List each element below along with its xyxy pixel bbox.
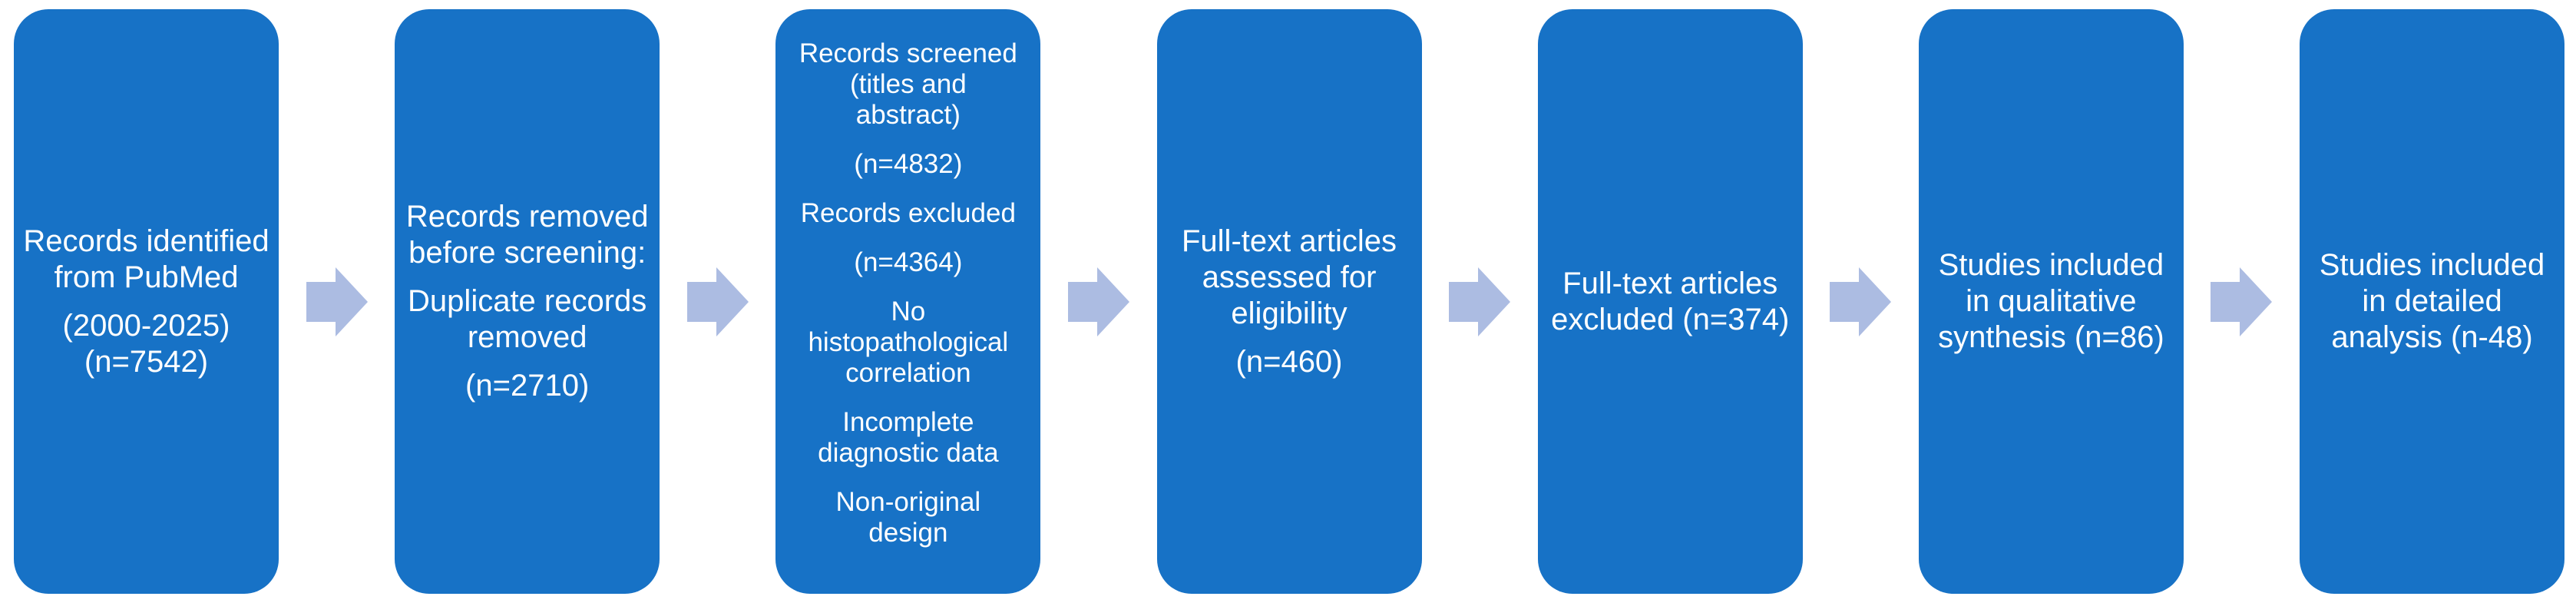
box-text-line: synthesis (n=86) — [1938, 320, 2164, 354]
box-text-line: Records removed — [405, 200, 649, 234]
box-text-line: Records identified — [23, 224, 270, 258]
box-text-line: from PubMed — [54, 260, 239, 294]
flow-connector — [1422, 9, 1538, 594]
box-text-line: (n=4832) — [854, 149, 963, 179]
box-text-line: analysis (n-48) — [2331, 320, 2533, 354]
box-text-line: in detailed — [2362, 284, 2502, 318]
right-arrow-icon — [1067, 267, 1129, 336]
box-text-line: Studies included — [1938, 248, 2164, 282]
box-text-line: Non-original — [835, 487, 981, 517]
flow-connector — [2184, 9, 2300, 594]
box-paragraph: (n=460) — [1236, 344, 1343, 380]
box-text-line: histopathological — [808, 327, 1009, 357]
box-text-line: Duplicate records — [408, 284, 647, 318]
box-text-line: Records excluded — [800, 198, 1016, 228]
box-text-line: in qualitative — [1966, 284, 2137, 318]
box-text-line: Incomplete — [842, 407, 974, 437]
flow-connector — [1040, 9, 1156, 594]
box-paragraph: Records excluded — [801, 198, 1016, 229]
box-text-line: eligibility — [1231, 296, 1348, 330]
box-paragraph: (2000-2025)(n=7542) — [63, 308, 230, 380]
box-text-line: Records screened — [799, 38, 1017, 68]
box-text-line: correlation — [845, 358, 971, 388]
box-text-line: design — [868, 518, 948, 548]
box-text-line: excluded (n=374) — [1551, 302, 1790, 336]
box-paragraph: (n=2710) — [465, 368, 589, 404]
box-text-line: (n=4364) — [854, 247, 963, 277]
flow-connector — [660, 9, 775, 594]
right-arrow-icon — [1830, 267, 1892, 336]
box-text-line: (2000-2025) — [62, 308, 230, 343]
right-arrow-icon — [686, 267, 749, 336]
box-text-line: Full-text articles — [1562, 266, 1778, 300]
box-text-line: Full-text articles — [1181, 224, 1397, 258]
box-text-line: Studies included — [2319, 248, 2545, 282]
box-text-line: (n=460) — [1235, 344, 1343, 379]
box-text-line: (n=7542) — [84, 344, 209, 379]
box-text-line: No — [891, 297, 926, 326]
box-text-line: before screening: — [408, 236, 646, 270]
box-text-line: (n=2710) — [465, 369, 590, 403]
right-arrow-icon — [2211, 267, 2273, 336]
box-paragraph: (n=4832) — [854, 149, 962, 180]
box-text-line: diagnostic data — [818, 438, 999, 468]
right-arrow-icon — [1449, 267, 1511, 336]
box-paragraph: (n=4364) — [854, 247, 962, 278]
box-text-line: (titles and — [849, 69, 967, 99]
box-text-line: assessed for — [1202, 260, 1377, 294]
flow-connector — [279, 9, 395, 594]
right-arrow-icon — [306, 267, 368, 336]
box-text-line: abstract) — [855, 100, 961, 130]
box-text-line: removed — [467, 320, 587, 354]
flow-connector — [1803, 9, 1919, 594]
